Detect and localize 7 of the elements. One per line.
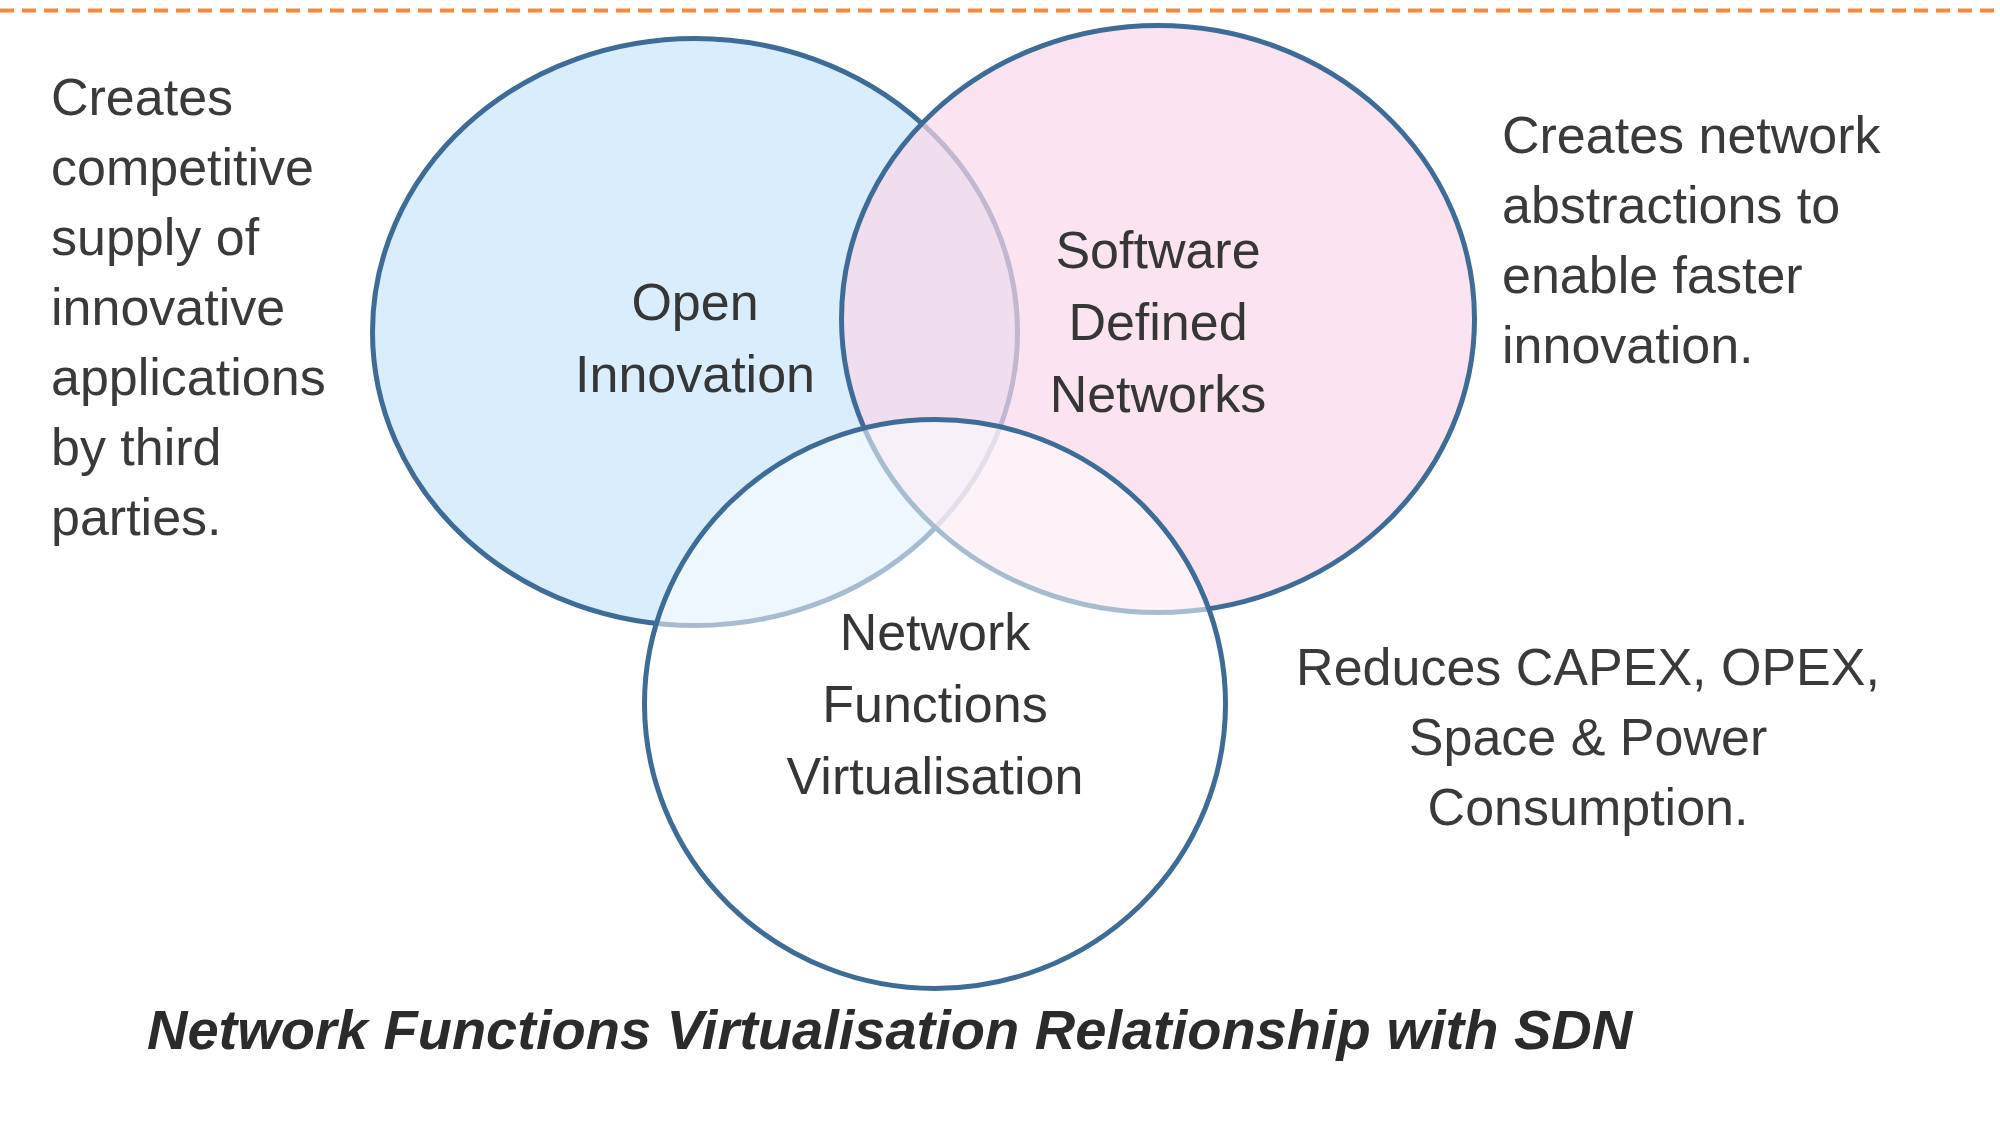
circle-label: Network Functions Virtualisation bbox=[785, 602, 1085, 807]
circle-label: Open Innovation bbox=[574, 272, 816, 405]
description-text: Creates network abstractions to enable faster innovation. bbox=[1502, 105, 1882, 376]
circle-label: Software Defined Networks bbox=[1048, 220, 1268, 425]
description-text: Creates competitive supply of innovative applications by third parties. bbox=[51, 67, 327, 548]
figure-caption: Network Functions Virtualisation Relationship with SDN bbox=[147, 997, 1633, 1063]
description-text: Reduces CAPEX, OPEX, Space & Power Consumption. bbox=[1295, 637, 1881, 838]
